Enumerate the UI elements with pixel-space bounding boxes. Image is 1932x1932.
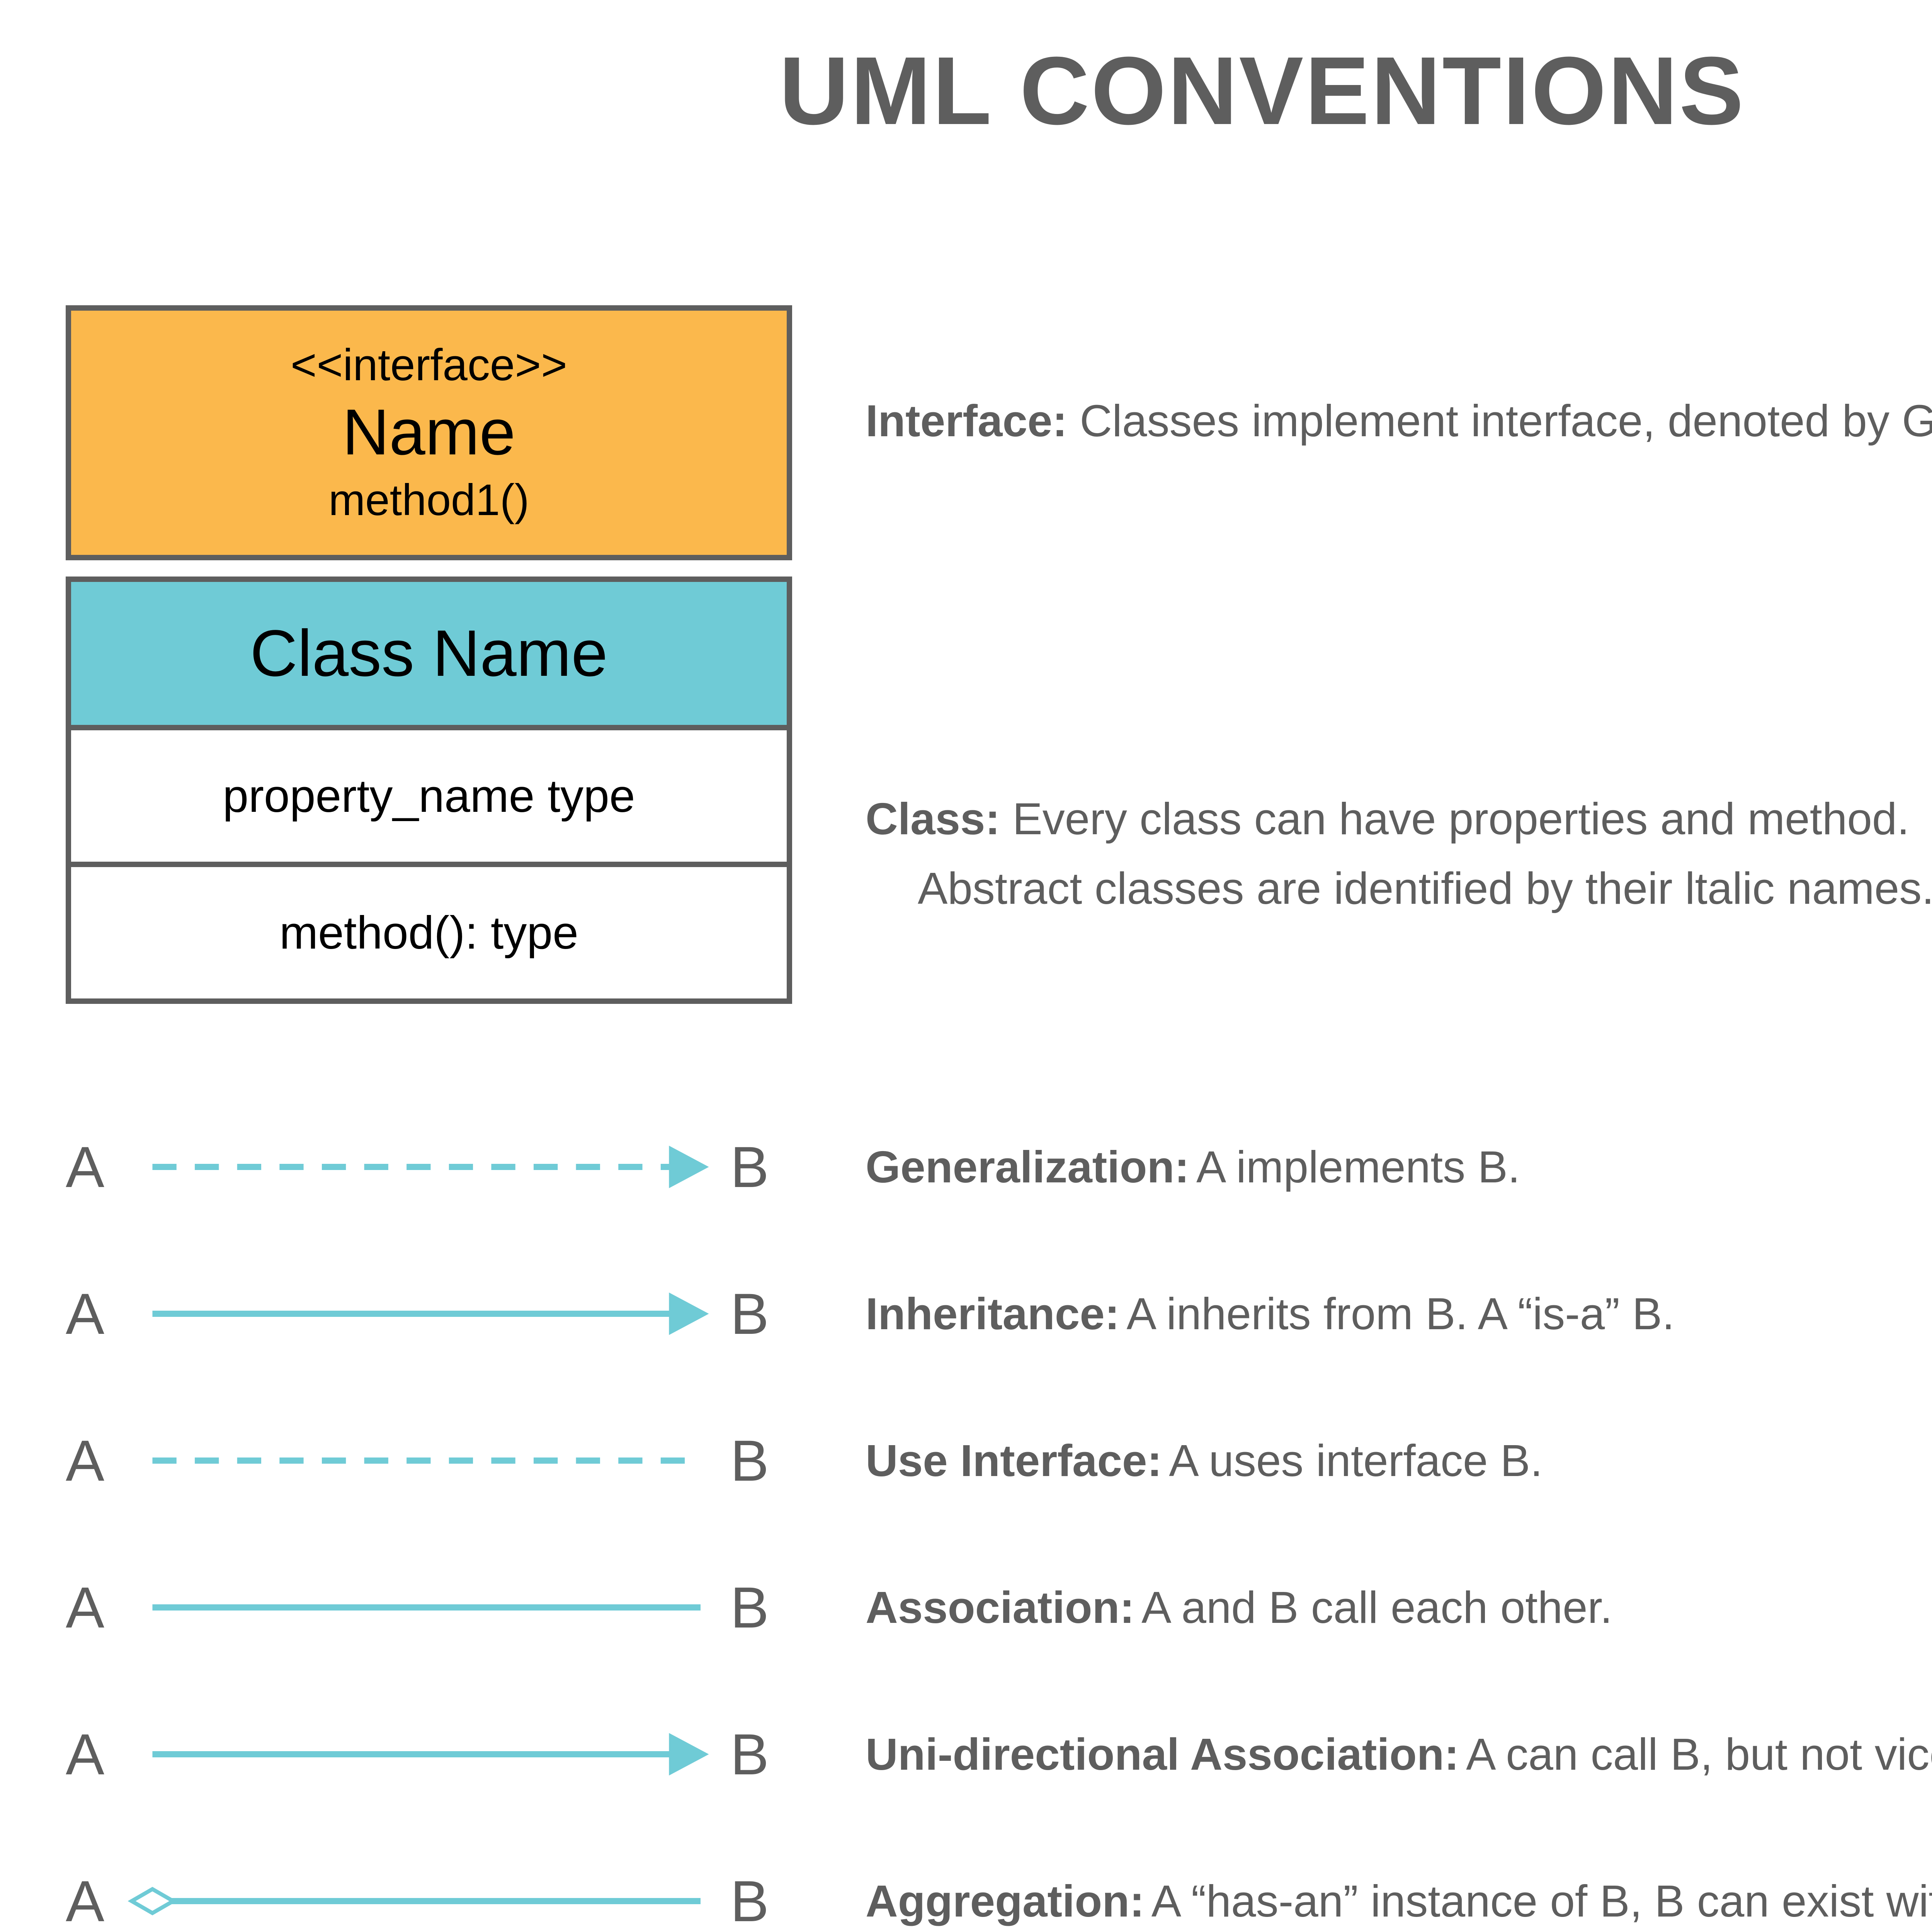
relationship-connector bbox=[128, 1275, 717, 1352]
relationship-text: A uses interface B. bbox=[1169, 1435, 1543, 1486]
relationship-node-b: B bbox=[730, 1722, 769, 1787]
relationship-connector bbox=[128, 1862, 717, 1932]
class-description-term: Class: bbox=[866, 794, 1000, 844]
interface-description-term: Interface: bbox=[866, 396, 1068, 446]
class-box: Class Name property_name type method(): … bbox=[66, 577, 792, 1004]
relationship-description: Aggregation:A “has-an” instance of B, B … bbox=[866, 1828, 1932, 1932]
relationship-text: A inherits from B. A “is-a” B. bbox=[1126, 1289, 1675, 1339]
relationship-connector bbox=[128, 1716, 717, 1793]
relationship-description: Inheritance:A inherits from B. A “is-a” … bbox=[866, 1240, 1675, 1387]
relationship-connector bbox=[128, 1422, 717, 1499]
arrowhead-marker bbox=[669, 1733, 709, 1776]
relationship-term: Inheritance: bbox=[866, 1289, 1120, 1339]
relationship-term: Aggregation: bbox=[866, 1876, 1145, 1926]
relationship-node-b: B bbox=[730, 1428, 769, 1493]
class-method-row: method(): type bbox=[71, 867, 787, 998]
interface-method-label: method1() bbox=[328, 476, 529, 525]
class-description-line2: Abstract classes are identified by their… bbox=[918, 863, 1932, 913]
interface-name-label: Name bbox=[342, 395, 516, 468]
relationship-node-a: A bbox=[66, 1869, 105, 1932]
relationship-node-b: B bbox=[730, 1134, 769, 1199]
relationship-node-b: B bbox=[730, 1281, 769, 1346]
relationship-node-b: B bbox=[730, 1575, 769, 1640]
relationship-node-a: A bbox=[66, 1281, 105, 1346]
relationship-term: Use Interface: bbox=[866, 1435, 1162, 1486]
interface-box: <<interface>> Name method1() bbox=[66, 305, 792, 560]
interface-stereotype-label: <<interface>> bbox=[291, 340, 567, 390]
relationship-description: Generalization:A implements B. bbox=[866, 1094, 1520, 1240]
class-description: Class: Every class can have properties a… bbox=[866, 784, 1932, 923]
relationship-connector bbox=[128, 1569, 717, 1646]
relationship-term: Uni-directional Association: bbox=[866, 1729, 1459, 1779]
relationship-node-a: A bbox=[66, 1134, 105, 1199]
relationship-description: Association:A and B call each other. bbox=[866, 1534, 1612, 1681]
relationship-node-a: A bbox=[66, 1575, 105, 1640]
relationship-description: Uni-directional Association:A can call B… bbox=[866, 1681, 1932, 1828]
interface-description: Interface: Classes implement interface, … bbox=[866, 386, 1932, 456]
class-description-line1: Every class can have properties and meth… bbox=[1012, 794, 1910, 844]
relationship-text: A implements B. bbox=[1196, 1142, 1520, 1192]
relationship-text: A “has-an” instance of B, B can exist wi… bbox=[1151, 1876, 1932, 1926]
page-title: UML CONVENTIONS bbox=[779, 37, 1745, 145]
relationship-node-a: A bbox=[66, 1428, 105, 1493]
hollow-diamond-marker bbox=[128, 1887, 177, 1915]
arrowhead-marker bbox=[669, 1146, 709, 1188]
relationship-node-b: B bbox=[730, 1869, 769, 1932]
class-name-header: Class Name bbox=[71, 582, 787, 730]
relationship-term: Generalization: bbox=[866, 1142, 1189, 1192]
arrowhead-marker bbox=[669, 1293, 709, 1335]
class-property-row: property_name type bbox=[71, 730, 787, 867]
uml-legend-shapes: <<interface>> Name method1() Class Name … bbox=[66, 305, 792, 1004]
interface-description-text: Classes implement interface, denoted by … bbox=[1080, 396, 1932, 446]
relationship-text: A and B call each other. bbox=[1141, 1582, 1612, 1633]
relationship-node-a: A bbox=[66, 1722, 105, 1787]
relationship-text: A can call B, but not vice versa. bbox=[1466, 1729, 1932, 1779]
relationship-connector bbox=[128, 1128, 717, 1206]
relationship-term: Association: bbox=[866, 1582, 1135, 1633]
relationship-description: Use Interface:A uses interface B. bbox=[866, 1387, 1543, 1534]
